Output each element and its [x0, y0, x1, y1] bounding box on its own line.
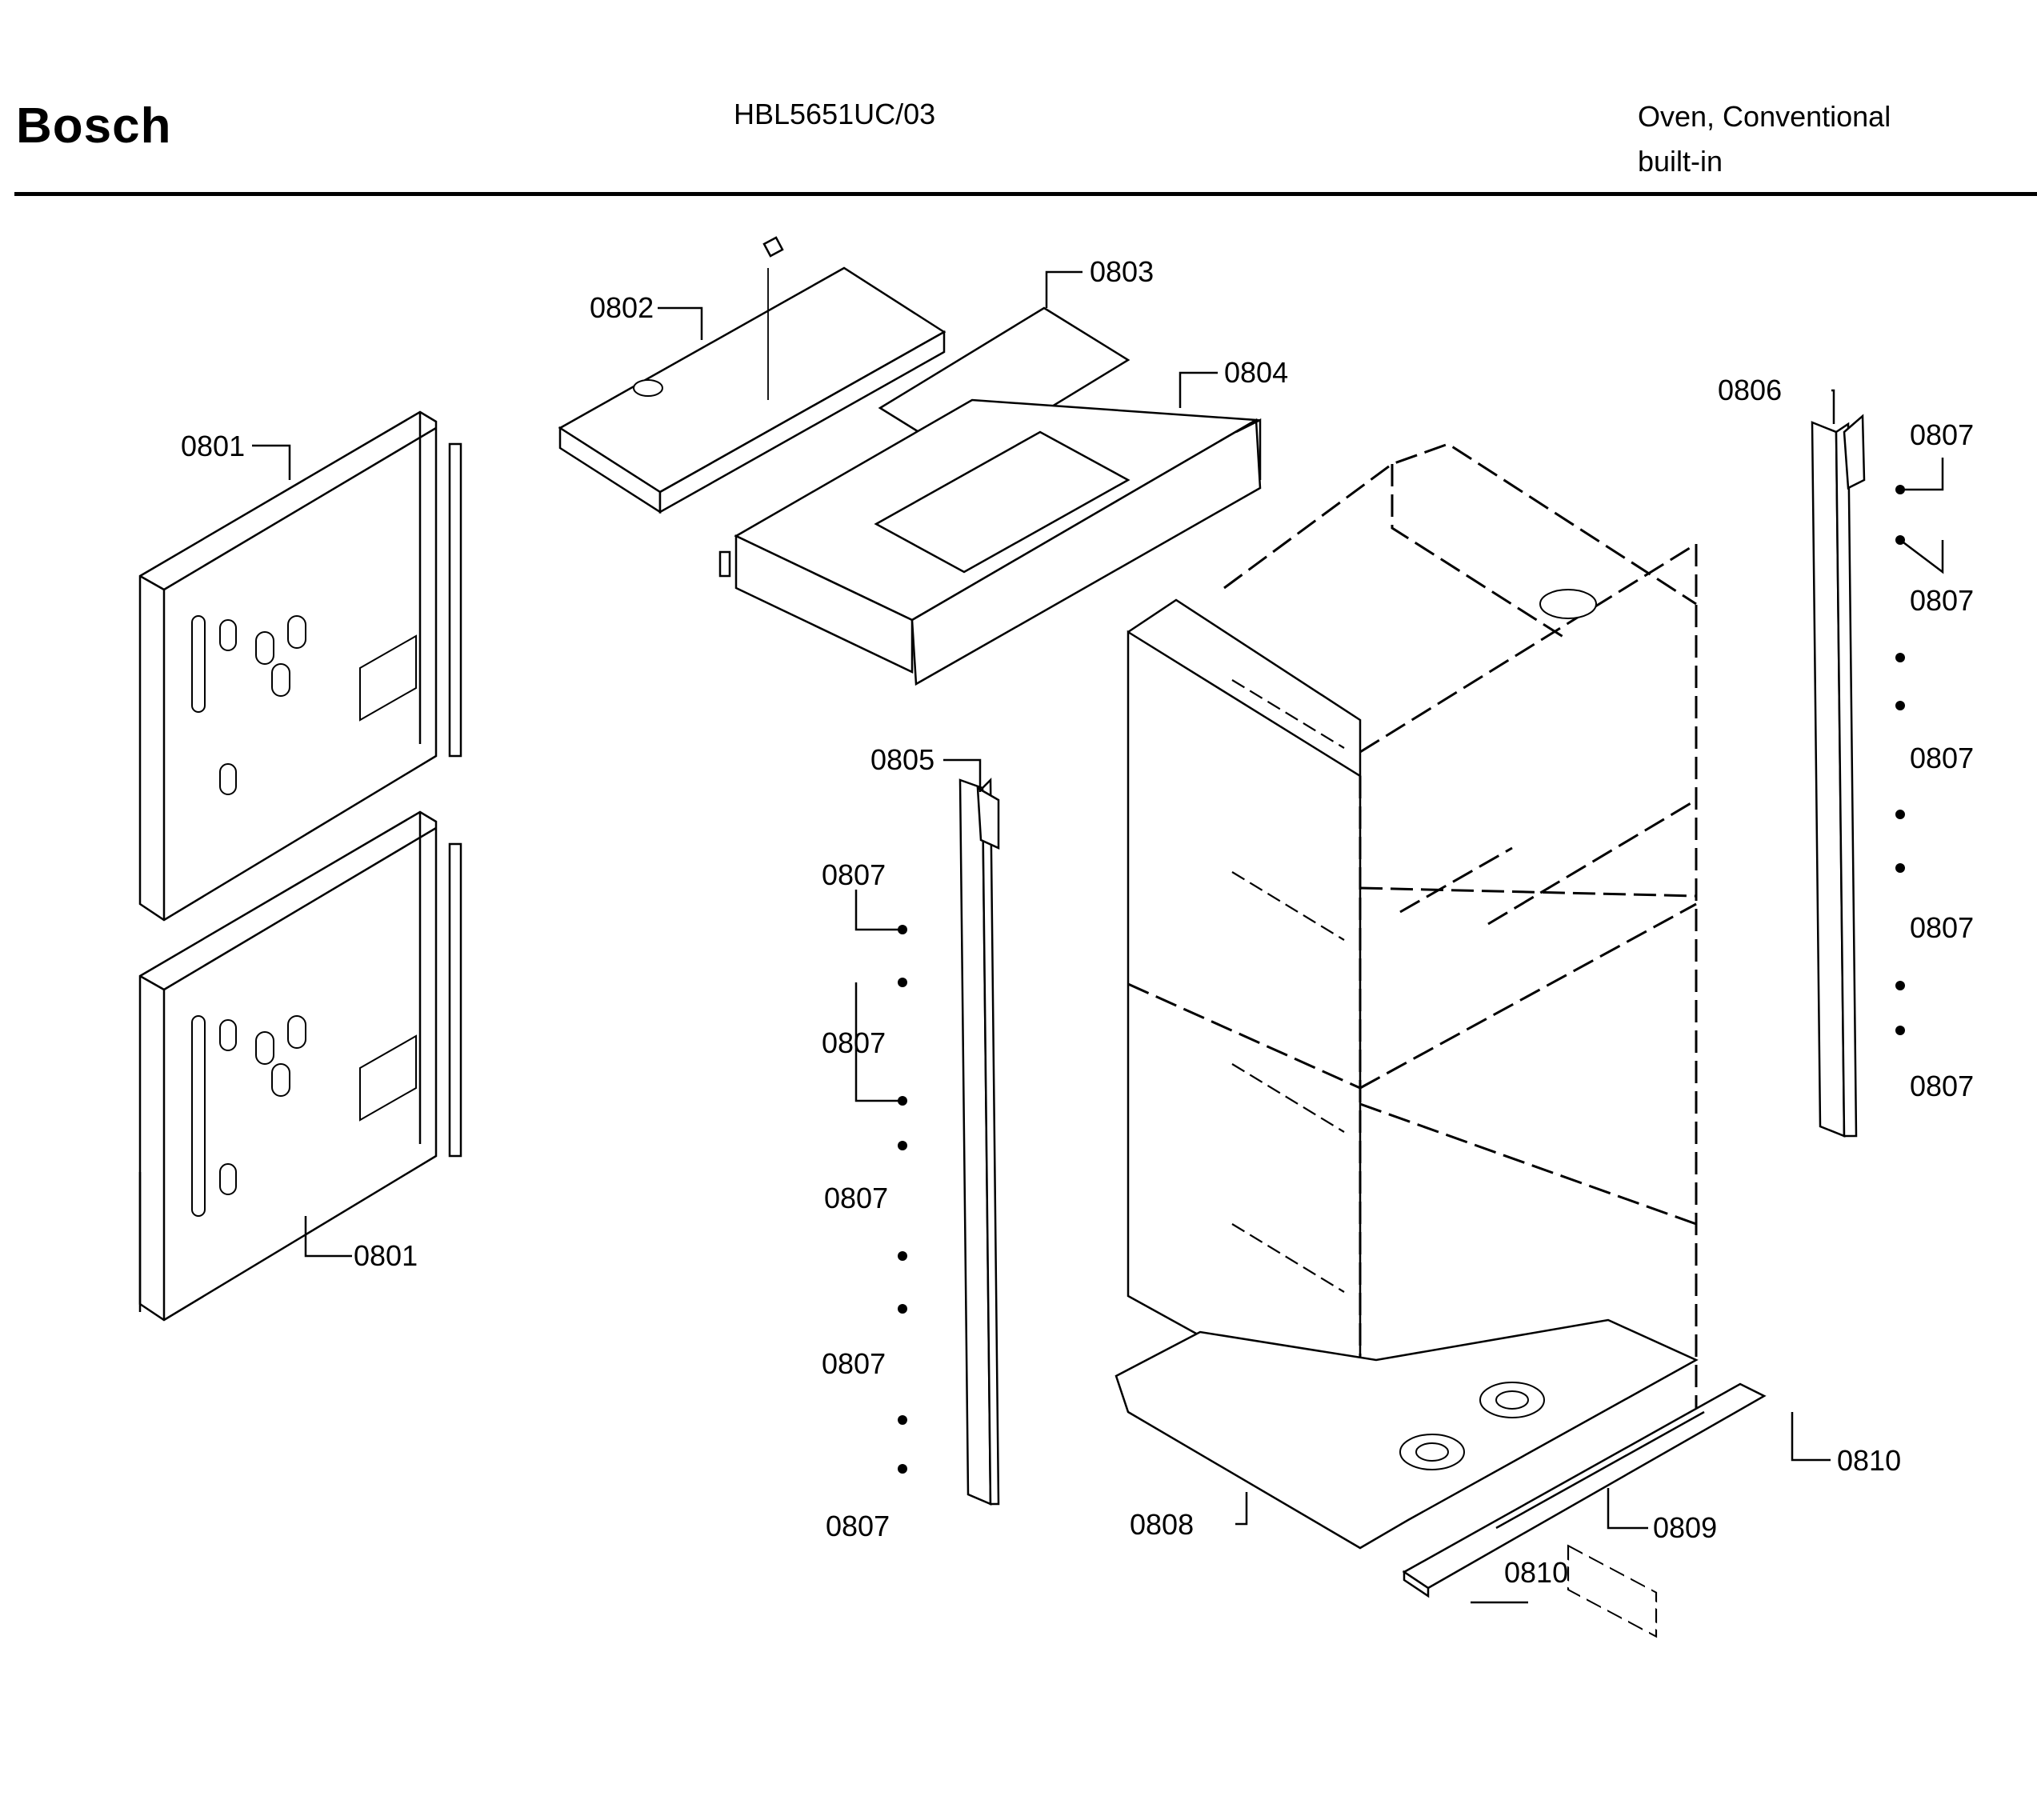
callout-0810-bottom: 0810 — [1504, 1556, 1568, 1589]
callout-0807-l5: 0807 — [826, 1510, 890, 1542]
callout-0805: 0805 — [870, 743, 934, 776]
top-cover — [558, 236, 946, 514]
callout-0807-l2: 0807 — [822, 1026, 886, 1059]
callout-0801-lower: 0801 — [354, 1239, 418, 1272]
product-description: Oven, Conventional — [1638, 100, 1891, 133]
side-panel-lower — [138, 810, 462, 1322]
callout-0801-upper: 0801 — [181, 430, 245, 462]
callout-0807-r2: 0807 — [1910, 584, 1974, 617]
callout-0810-right: 0810 — [1837, 1444, 1901, 1477]
callout-labels: 0801 0801 0802 0803 0804 0805 0806 0807 … — [181, 255, 1974, 1589]
screws-right — [1895, 485, 1905, 1035]
top-frame — [718, 398, 1262, 686]
callout-0809: 0809 — [1653, 1511, 1717, 1544]
header-divider — [14, 192, 2037, 196]
bottom-plate — [1115, 1318, 1699, 1550]
callout-0807-r1: 0807 — [1910, 418, 1974, 451]
front-bottom-rail — [1402, 1382, 1767, 1598]
leader-lines — [252, 270, 1944, 1604]
callout-0803: 0803 — [1090, 255, 1154, 288]
callout-0802: 0802 — [590, 291, 654, 324]
callout-0807-l1: 0807 — [822, 858, 886, 891]
callout-0807-r4: 0807 — [1910, 911, 1974, 944]
callout-0807-r3: 0807 — [1910, 742, 1974, 774]
model-number: HBL5651UC/03 — [734, 98, 936, 130]
callout-0807-r5: 0807 — [1910, 1070, 1974, 1102]
callout-0806: 0806 — [1718, 374, 1782, 406]
product-subdescription: built-in — [1638, 145, 1723, 178]
brand-name: Bosch — [16, 98, 172, 154]
callout-0807-l3: 0807 — [824, 1182, 888, 1214]
left-side-rail — [958, 778, 1000, 1506]
callout-0804: 0804 — [1224, 356, 1288, 389]
callout-0808: 0808 — [1130, 1508, 1194, 1541]
right-side-rail — [1811, 414, 1866, 1138]
screws-left — [898, 925, 907, 1474]
side-panel-upper — [138, 410, 462, 922]
callout-0807-l4: 0807 — [822, 1347, 886, 1380]
